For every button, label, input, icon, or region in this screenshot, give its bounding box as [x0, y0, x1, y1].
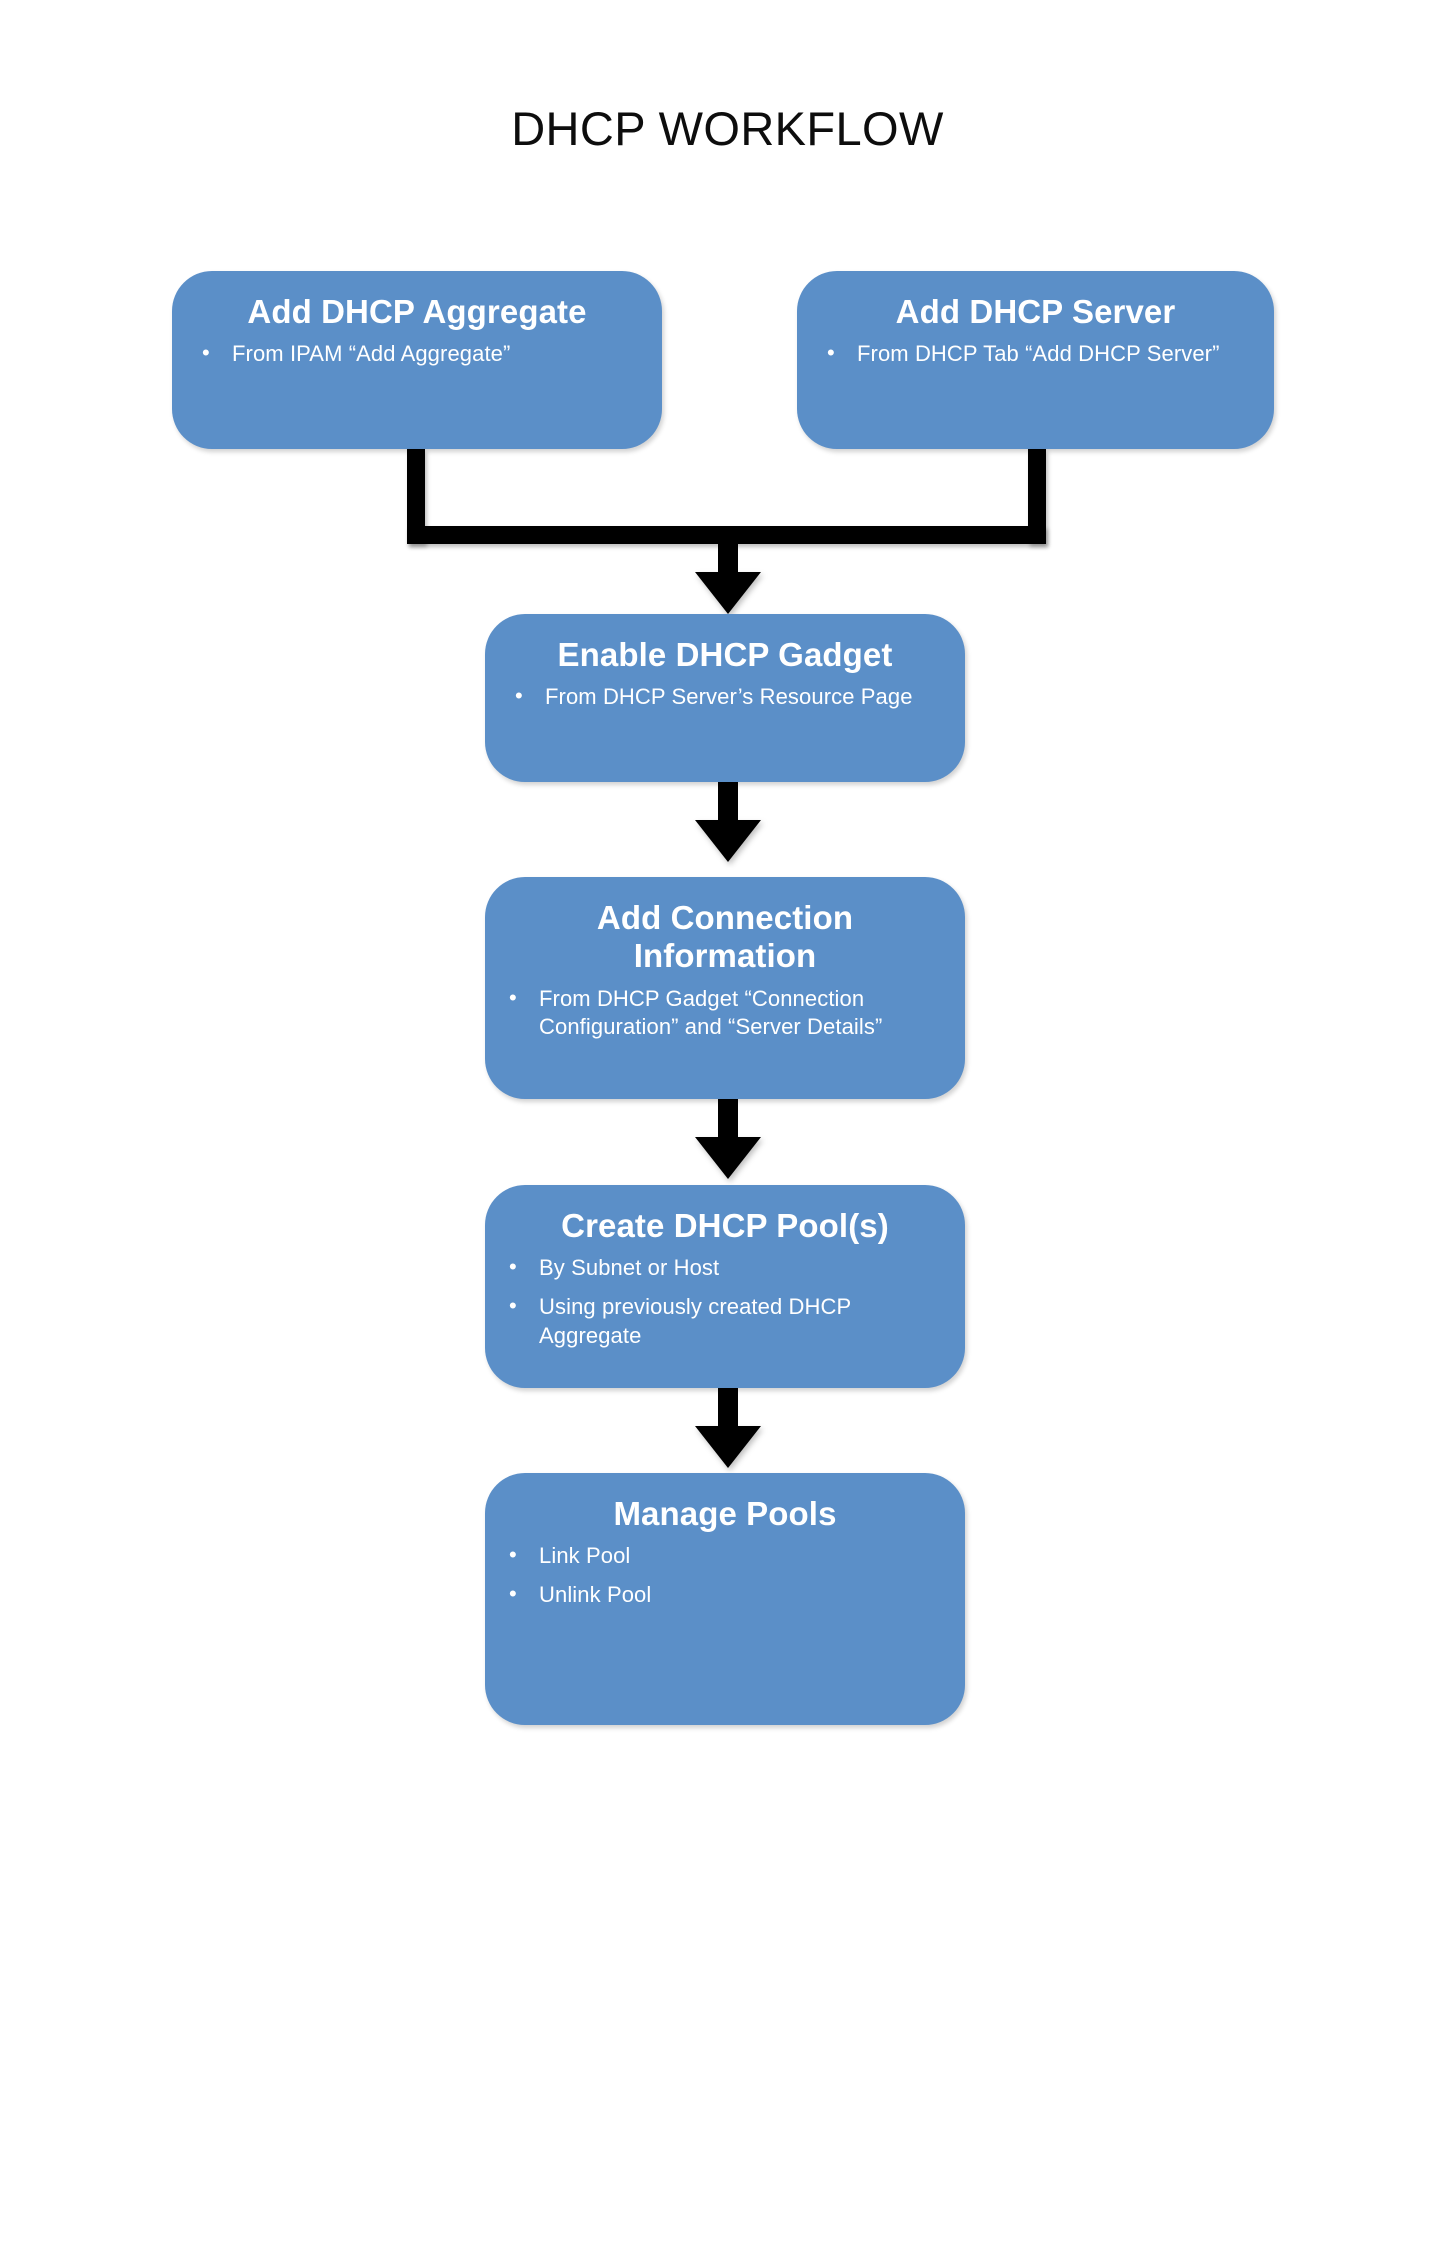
flow-node-enable-dhcp-gadget[interactable]: Enable DHCP Gadget From DHCP Server’s Re… [485, 614, 965, 782]
page-title: DHCP WORKFLOW [511, 102, 944, 155]
flow-node-title: Add Connection Information [485, 891, 965, 976]
flow-node-bullet-list: From DHCP Tab “Add DHCP Server” [797, 339, 1274, 368]
flow-node-manage-pools[interactable]: Manage Pools Link Pool Unlink Pool [485, 1473, 965, 1725]
flow-node-title: Add DHCP Aggregate [247, 293, 587, 330]
flow-node-title-line1: Add Connection [596, 899, 854, 936]
arrowhead-icon [695, 572, 761, 614]
flow-node-create-dhcp-pools[interactable]: Create DHCP Pool(s) By Subnet or Host Us… [485, 1185, 965, 1388]
flow-node-bullet-list: Link Pool Unlink Pool [485, 1541, 965, 1609]
flow-node-bullet: Using previously created DHCP Aggregate [509, 1292, 925, 1349]
flow-node-bullet: From IPAM “Add Aggregate” [202, 339, 644, 368]
flow-node-bullet-list: From IPAM “Add Aggregate” [172, 339, 662, 368]
flow-node-bullet: From DHCP Server’s Resource Page [515, 682, 947, 711]
flow-node-bullet: Link Pool [509, 1541, 947, 1570]
flow-node-bullet: Unlink Pool [509, 1580, 947, 1609]
flow-node-title-line2: Information [633, 937, 817, 975]
flow-node-add-dhcp-aggregate[interactable]: Add DHCP Aggregate From IPAM “Add Aggreg… [172, 271, 662, 449]
connector-shaft-pools-to-manage [718, 1388, 738, 1433]
flow-node-bullet-list: From DHCP Server’s Resource Page [485, 682, 965, 711]
flow-node-bullet-list: By Subnet or Host Using previously creat… [485, 1253, 965, 1349]
flow-node-title: Enable DHCP Gadget [557, 636, 893, 673]
flow-node-bullet: From DHCP Gadget “Connection Configurati… [509, 984, 939, 1041]
flow-node-title: Manage Pools [613, 1495, 837, 1532]
flow-node-title: Create DHCP Pool(s) [561, 1207, 889, 1244]
connector-merge-downstem [718, 538, 738, 578]
connector-shaft-connection-to-pools [718, 1099, 738, 1144]
flow-node-bullet: From DHCP Tab “Add DHCP Server” [827, 339, 1256, 368]
flow-node-add-connection-information[interactable]: Add Connection Information From DHCP Gad… [485, 877, 965, 1099]
connector-shaft-gadget-to-connection [718, 782, 738, 827]
connector-stem-from-server [1028, 449, 1046, 544]
connector-merge-bar [407, 526, 1046, 544]
flow-node-bullet-list: From DHCP Gadget “Connection Configurati… [485, 984, 965, 1041]
connector-stem-from-aggregate [407, 449, 425, 544]
arrowhead-icon [695, 1137, 761, 1179]
arrowhead-icon [695, 1426, 761, 1468]
arrowhead-icon [695, 820, 761, 862]
flow-node-title: Add DHCP Server [895, 293, 1176, 330]
flow-node-add-dhcp-server[interactable]: Add DHCP Server From DHCP Tab “Add DHCP … [797, 271, 1274, 449]
flow-node-bullet: By Subnet or Host [509, 1253, 925, 1282]
